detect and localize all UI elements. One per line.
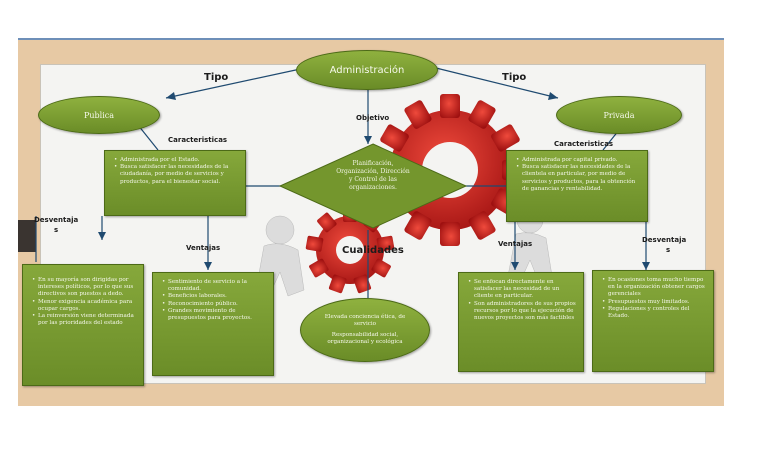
privada-caracteristicas-box: Administrada por capital privado. Busca … <box>506 150 648 222</box>
cualidades-label: Cualidades <box>342 245 404 256</box>
list-item: Se enfocan directamente en satisfacer la… <box>468 279 577 301</box>
publica-caracteristicas-box: Administrada por el Estado. Busca satisf… <box>104 150 246 216</box>
publica-ventajas-box: Sentimiento de servicio a la comunidad. … <box>152 272 274 376</box>
cualidades-ellipse: Elevada conciencia ética, de servicio Re… <box>300 298 430 362</box>
root-node-administracion: Administración <box>296 50 438 90</box>
list-item: Sentimiento de servicio a la comunidad. <box>162 279 267 293</box>
caracteristicas-label-right: Caracteristicas <box>554 140 614 148</box>
privada-ventajas-box: Se enfocan directamente en satisfacer la… <box>458 272 584 372</box>
cualidades-item: Responsabilidad social, organizacional y… <box>327 331 403 345</box>
list-item: La reinversión viene determinada por las… <box>32 313 137 327</box>
desventajas-label-right-line2: s <box>666 246 671 254</box>
tipo-label-right: Tipo <box>502 72 527 83</box>
objetivo-diamond <box>278 143 468 229</box>
list-item: Busca satisfacer las necesidades de la c… <box>114 164 239 186</box>
list-item: En su mayoría son dirigidas por interese… <box>32 277 137 299</box>
dark-strip-left <box>18 220 36 252</box>
desventajas-label-right-line1: Desventaja <box>642 236 687 244</box>
list-item: En ocasiones toma mucho tiempo en la org… <box>602 277 707 299</box>
list-item: Grandes movimiento de presupuestos para … <box>162 308 267 322</box>
list-item: Presupuestos muy limitados. <box>602 299 707 306</box>
list-item: Regulaciones y controles del Estado. <box>602 306 707 320</box>
root-label: Administración <box>329 64 405 76</box>
publica-label: Publica <box>83 110 115 120</box>
node-privada: Privada <box>556 96 682 134</box>
list-item: Menor exigencia académica para ocupar ca… <box>32 299 137 313</box>
caracteristicas-label-left: Caracteristicas <box>168 136 228 144</box>
list-item: Beneficios laborales. <box>162 293 267 300</box>
desventajas-label-left-line2: s <box>54 226 59 234</box>
ventajas-label-right: Ventajas <box>498 240 533 248</box>
objetivo-label: Objetivo <box>356 114 390 122</box>
node-publica: Publica <box>38 96 160 134</box>
list-item: Reconocimiento público. <box>162 301 267 308</box>
small-gear-icon <box>305 206 395 294</box>
publica-desventajas-box: En su mayoría son dirigidas por interese… <box>22 264 144 386</box>
desventajas-label-left-line1: Desventaja <box>34 216 79 224</box>
privada-desventajas-box: En ocasiones toma mucho tiempo en la org… <box>592 270 714 372</box>
objetivo-text: Planificación, Organización, Dirección y… <box>336 160 410 191</box>
tipo-label-left: Tipo <box>204 72 229 83</box>
cualidades-item: Elevada conciencia ética, de servicio <box>324 314 406 328</box>
list-item: Administrada por el Estado. <box>114 157 239 164</box>
list-item: Busca satisfacer las necesidades de la c… <box>516 164 641 193</box>
list-item: Administrada por capital privado. <box>516 157 641 164</box>
ventajas-label-left: Ventajas <box>186 244 221 252</box>
privada-label: Privada <box>603 110 635 120</box>
list-item: Son administradores de sus propios recur… <box>468 301 577 323</box>
slide: Administración Tipo Tipo Publica Privada… <box>18 38 724 406</box>
